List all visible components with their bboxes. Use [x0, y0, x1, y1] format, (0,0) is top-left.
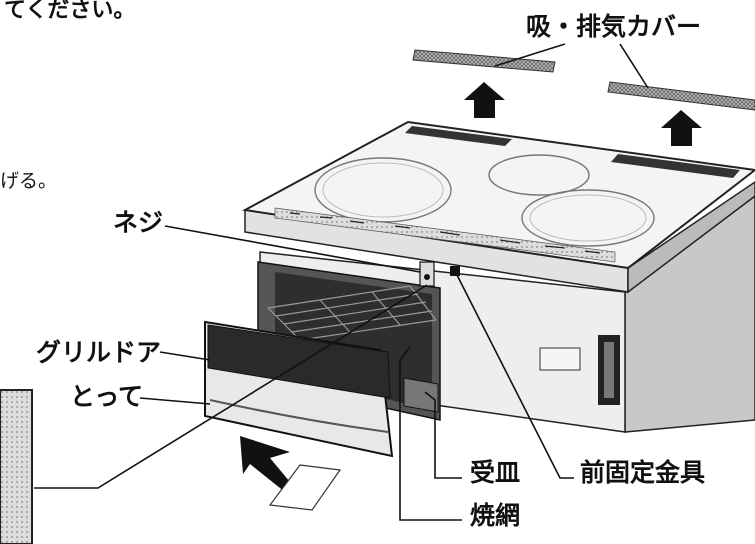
vent-cover-left: [412, 49, 556, 73]
control-strip: [274, 207, 616, 263]
grill-door-label: グリルドア: [36, 338, 162, 367]
side-text-fragment: げる。: [0, 170, 58, 192]
pull-out-arrow: [240, 436, 342, 511]
burner-center: [488, 154, 590, 196]
drip-pan-label: 受皿: [470, 458, 521, 487]
top-text-fragment: てください。: [4, 0, 136, 23]
screw-label: ネジ: [113, 208, 164, 237]
vent-cover-right: [607, 81, 755, 111]
burner-right: [521, 189, 655, 247]
cooktop-side-rim: [627, 181, 755, 294]
handle-label: とって: [70, 382, 144, 411]
up-arrow-right: [661, 110, 702, 146]
vent-cover-label: 吸・排気カバー: [526, 12, 702, 41]
grill-net-label: 焼網: [470, 501, 521, 530]
grill-handle: [209, 399, 389, 433]
inset-box: [0, 389, 33, 544]
front-bracket-label: 前固定金具: [580, 458, 706, 487]
screw: [424, 274, 430, 280]
drip-pan: [403, 377, 439, 413]
up-arrow-left: [464, 82, 505, 118]
grill-door-window: [207, 324, 391, 399]
grill-net: [267, 285, 437, 341]
